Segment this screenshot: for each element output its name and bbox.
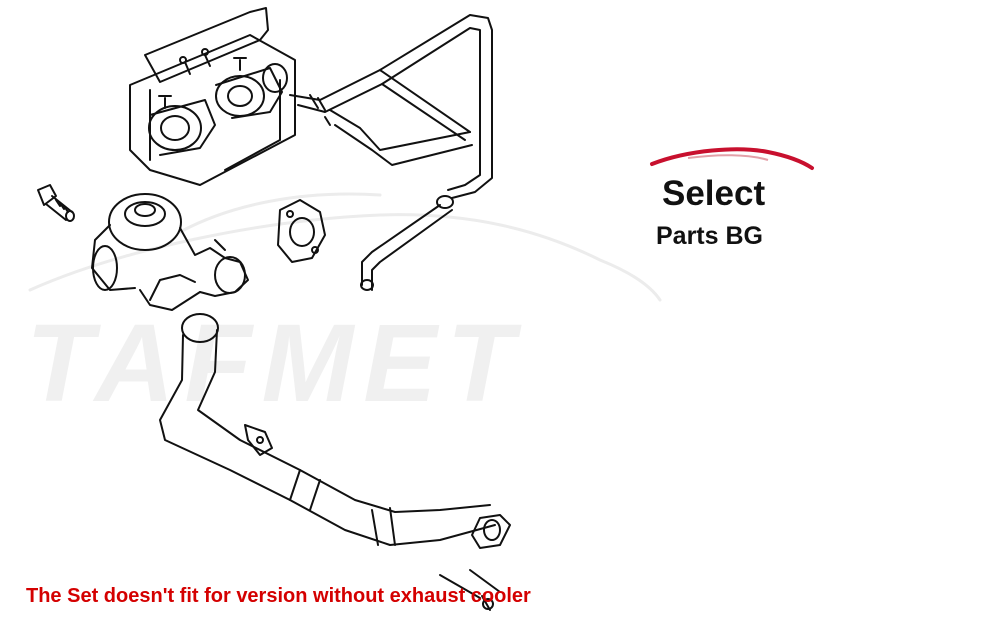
egr-valve	[91, 193, 249, 311]
egr-pipe	[159, 313, 511, 611]
vacuum-hose-frame	[289, 14, 493, 291]
logo-subtitle: Parts BG	[656, 222, 763, 250]
brand-logo: Select Parts BG	[648, 146, 816, 256]
watermark-car	[28, 192, 662, 302]
bolt	[37, 184, 75, 222]
valve-assembly	[129, 7, 296, 186]
car-swoosh-icon	[650, 147, 814, 170]
watermark-text: TAFMET	[26, 302, 524, 425]
logo-title: Select	[662, 174, 766, 213]
compatibility-note: The Set doesn't fit for version without …	[26, 585, 531, 607]
gasket	[277, 199, 326, 263]
